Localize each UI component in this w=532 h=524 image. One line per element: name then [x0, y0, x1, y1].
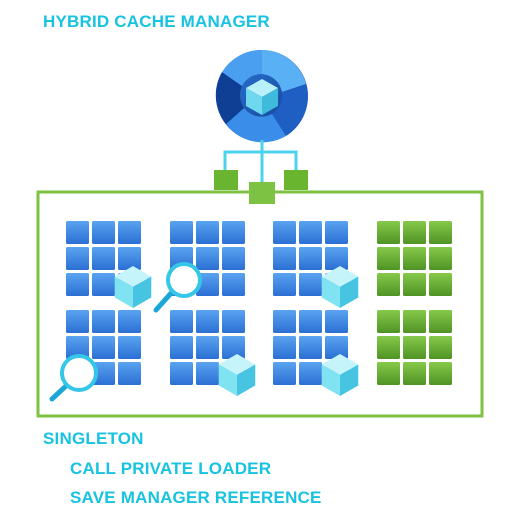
cube-icon	[114, 266, 152, 308]
cube-icon	[321, 354, 359, 396]
grid-cell	[273, 221, 296, 244]
grid-cell	[222, 310, 245, 333]
grid-cell	[403, 310, 426, 333]
grid-cell	[196, 310, 219, 333]
grid-cell	[325, 336, 348, 359]
grid-cell	[92, 310, 115, 333]
grid-cell	[118, 362, 141, 385]
grid-cell	[429, 247, 452, 270]
grid-cell	[118, 336, 141, 359]
container-border	[36, 190, 484, 418]
step-call-private-loader: CALL PRIVATE LOADER	[70, 459, 272, 478]
connector-lines	[223, 140, 298, 182]
grid-cell	[196, 336, 219, 359]
grid-tile	[377, 221, 452, 296]
grid-cell	[429, 362, 452, 385]
grid-cell	[118, 247, 141, 270]
grid-cell	[377, 362, 400, 385]
grid-cell	[92, 221, 115, 244]
magnifier-icon	[49, 354, 98, 402]
grid-cell	[273, 247, 296, 270]
grid-cell	[299, 310, 322, 333]
grid-cell	[222, 336, 245, 359]
grid-cell	[170, 310, 193, 333]
step-singleton: SINGLETON	[43, 429, 144, 448]
grid-cell	[66, 247, 89, 270]
grid-cell	[273, 362, 296, 385]
step-save-manager-reference: SAVE MANAGER REFERENCE	[70, 488, 322, 507]
grid-cell	[196, 362, 219, 385]
grid-cell	[429, 310, 452, 333]
grid-cell	[222, 247, 245, 270]
grid-cell	[377, 336, 400, 359]
magnifier-icon	[153, 262, 202, 313]
grid-cell	[222, 221, 245, 244]
cache-manager-logo-icon	[215, 49, 308, 143]
grid-cell	[170, 362, 193, 385]
grid-cell	[403, 336, 426, 359]
grid-cell	[325, 247, 348, 270]
grid-cell	[196, 247, 219, 270]
cube-icon	[218, 354, 256, 396]
grid-cell	[273, 336, 296, 359]
grid-cell	[66, 336, 89, 359]
grid-cell	[377, 221, 400, 244]
grid-cell	[403, 221, 426, 244]
grid-cell	[377, 310, 400, 333]
grid-cell	[429, 273, 452, 296]
grid-cell	[118, 221, 141, 244]
grid-cell	[403, 273, 426, 296]
grid-cell	[299, 221, 322, 244]
grid-cell	[118, 310, 141, 333]
grid-cell	[66, 310, 89, 333]
grid-cell	[377, 273, 400, 296]
grid-cell	[66, 221, 89, 244]
grid-cell	[196, 221, 219, 244]
diagram-title: HYBRID CACHE MANAGER	[43, 12, 270, 31]
grid-cell	[299, 273, 322, 296]
grid-cell	[92, 362, 115, 385]
grid-cell	[299, 362, 322, 385]
grid-cell	[92, 336, 115, 359]
grid-cell	[170, 336, 193, 359]
grid-tile	[170, 310, 245, 385]
grid-cell	[273, 310, 296, 333]
grid-cell	[92, 247, 115, 270]
grid-cell	[429, 221, 452, 244]
grid-cell	[92, 273, 115, 296]
grid-cell	[222, 273, 245, 296]
grid-cell	[377, 247, 400, 270]
grid-cell	[273, 273, 296, 296]
grid-cell	[66, 273, 89, 296]
grid-cell	[325, 221, 348, 244]
cube-icon	[321, 266, 359, 308]
grid-cell	[403, 247, 426, 270]
grid-tile	[377, 310, 452, 385]
grid-cell	[429, 336, 452, 359]
grid-cell	[403, 362, 426, 385]
grid-cell	[299, 336, 322, 359]
grid-cell	[325, 310, 348, 333]
grid-cell	[170, 221, 193, 244]
grid-cell	[299, 247, 322, 270]
